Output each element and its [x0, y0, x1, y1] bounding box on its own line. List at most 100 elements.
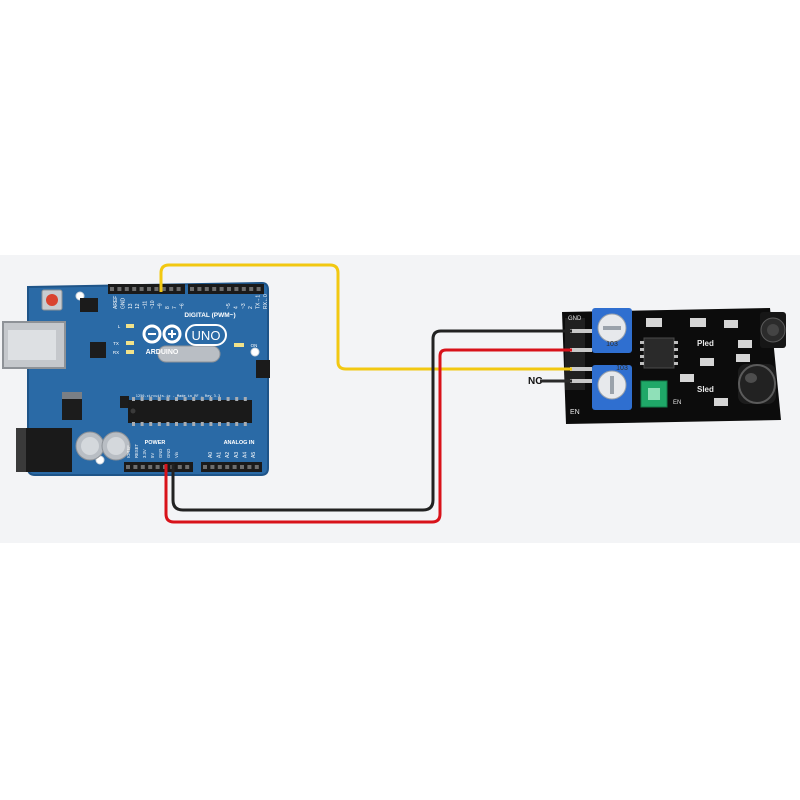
digital-pin-label: ~6	[180, 303, 186, 309]
digital-pin-hole[interactable]	[117, 287, 122, 291]
digital-pin-hole[interactable]	[241, 287, 246, 291]
wire-ground[interactable]	[171, 329, 572, 512]
digital-pin-hole[interactable]	[139, 287, 144, 291]
analog-pin-label: A3	[234, 452, 240, 458]
arduino-pcb	[27, 281, 269, 476]
analog-pin-hole[interactable]	[240, 465, 244, 469]
digital-header-right	[188, 284, 264, 294]
digital-header-left	[108, 284, 185, 294]
sensor-pin[interactable]	[570, 379, 592, 383]
digital-pin-hole[interactable]	[176, 287, 181, 291]
power-pin-label: IOREF	[126, 445, 131, 458]
digital-pin-hole[interactable]	[234, 287, 239, 291]
power-pin-hole[interactable]	[185, 465, 190, 469]
atmega-pins-top	[132, 397, 247, 401]
digital-pin-label: 8	[165, 306, 171, 309]
chip-pin	[183, 397, 187, 401]
wire-power[interactable]	[164, 348, 572, 524]
digital-pin-hole[interactable]	[161, 287, 166, 291]
chip-pin	[140, 397, 144, 401]
power-pin-hole[interactable]	[140, 465, 145, 469]
digital-pin-hole[interactable]	[169, 287, 174, 291]
ir-emitter	[738, 364, 776, 404]
analog-pin-hole[interactable]	[254, 465, 259, 469]
power-pin-hole[interactable]	[155, 465, 160, 469]
jumper-label: EN	[673, 400, 681, 406]
digital-pin-hole[interactable]	[147, 287, 151, 291]
chip-pin	[183, 422, 187, 426]
digital-pin-label: RX←0	[263, 294, 269, 309]
power-pin-hole[interactable]	[148, 465, 153, 469]
digital-pin-label: 2	[248, 306, 254, 309]
regulator-tab	[62, 392, 82, 399]
digital-pin-hole[interactable]	[154, 287, 159, 291]
digital-pin-hole[interactable]	[212, 287, 217, 291]
power-pin-hole[interactable]	[133, 465, 138, 469]
potentiometer-top[interactable]: 103	[592, 308, 632, 353]
chip-pin	[140, 422, 144, 426]
power-pin-label: Vin	[174, 451, 179, 458]
led-l-label: L	[118, 324, 121, 329]
chip-pin	[175, 397, 178, 401]
ir-receiver	[760, 312, 786, 348]
potentiometer-bottom[interactable]: 103	[592, 365, 632, 410]
analog-pin-label: A0	[208, 452, 214, 458]
wire-signal[interactable]	[159, 263, 572, 371]
digital-pin-label: ~10	[150, 300, 156, 309]
crystal	[157, 345, 221, 363]
digital-pin-hole[interactable]	[190, 287, 194, 291]
sensor-pin[interactable]	[570, 348, 592, 352]
icsp2-header	[256, 360, 270, 378]
analog-pin-hole[interactable]	[225, 465, 230, 469]
chip-pin	[175, 422, 178, 426]
digital-pin-hole[interactable]	[219, 287, 224, 291]
sensor-pin[interactable]	[570, 367, 592, 371]
digital-pin-hole[interactable]	[197, 287, 202, 291]
digital-pin-hole[interactable]	[227, 287, 231, 291]
analog-label: ANALOG IN	[224, 440, 255, 446]
digital-pin-hole[interactable]	[249, 287, 254, 291]
sensor-ic-pins	[640, 341, 678, 365]
uno-badge	[185, 324, 227, 346]
chip-pin	[235, 422, 239, 426]
chip-pin	[209, 397, 213, 401]
analog-pin-hole[interactable]	[203, 465, 207, 469]
digital-pin-label: ~5	[226, 303, 232, 309]
sensor-pin-label-gnd: GND	[568, 316, 582, 322]
analog-pin-hole[interactable]	[217, 465, 222, 469]
digital-pin-hole[interactable]	[110, 287, 114, 291]
chip-pin	[226, 422, 230, 426]
ic-pin	[640, 362, 644, 365]
analog-header	[201, 462, 262, 472]
credit-text: 1250.circuits.io - Made in RF - Rev 3.3	[136, 394, 220, 398]
digital-pin-hole[interactable]	[204, 287, 209, 291]
led-tx	[126, 341, 134, 345]
digital-pin-hole[interactable]	[132, 287, 137, 291]
digital-pin-hole[interactable]	[256, 287, 261, 291]
ic-pin	[674, 362, 678, 365]
power-label: POWER	[145, 440, 166, 446]
analog-pin-hole[interactable]	[247, 465, 252, 469]
smd-resistor	[738, 340, 752, 348]
power-pin-hole[interactable]	[177, 465, 182, 469]
chip-pin	[157, 397, 161, 401]
sensor-pin[interactable]	[570, 329, 592, 333]
chip-pin	[243, 397, 247, 401]
power-pin-label: GND	[166, 449, 171, 458]
smd-part	[120, 396, 129, 408]
analog-pin-hole[interactable]	[210, 465, 215, 469]
ic-pin	[674, 348, 678, 351]
power-pin-hole[interactable]	[126, 465, 130, 469]
sensor-pin-label-en: EN	[570, 409, 580, 416]
ic-pin	[640, 341, 644, 344]
analog-pin-hole[interactable]	[232, 465, 237, 469]
analog-pin-label: A1	[217, 452, 223, 458]
pot-top-label: 103	[606, 341, 618, 348]
digital-pin-label: TX→1	[256, 295, 262, 309]
smd-resistor	[724, 320, 738, 328]
digital-pin-hole[interactable]	[124, 287, 129, 291]
smd-resistor	[736, 354, 750, 362]
smd-resistor	[680, 374, 694, 382]
